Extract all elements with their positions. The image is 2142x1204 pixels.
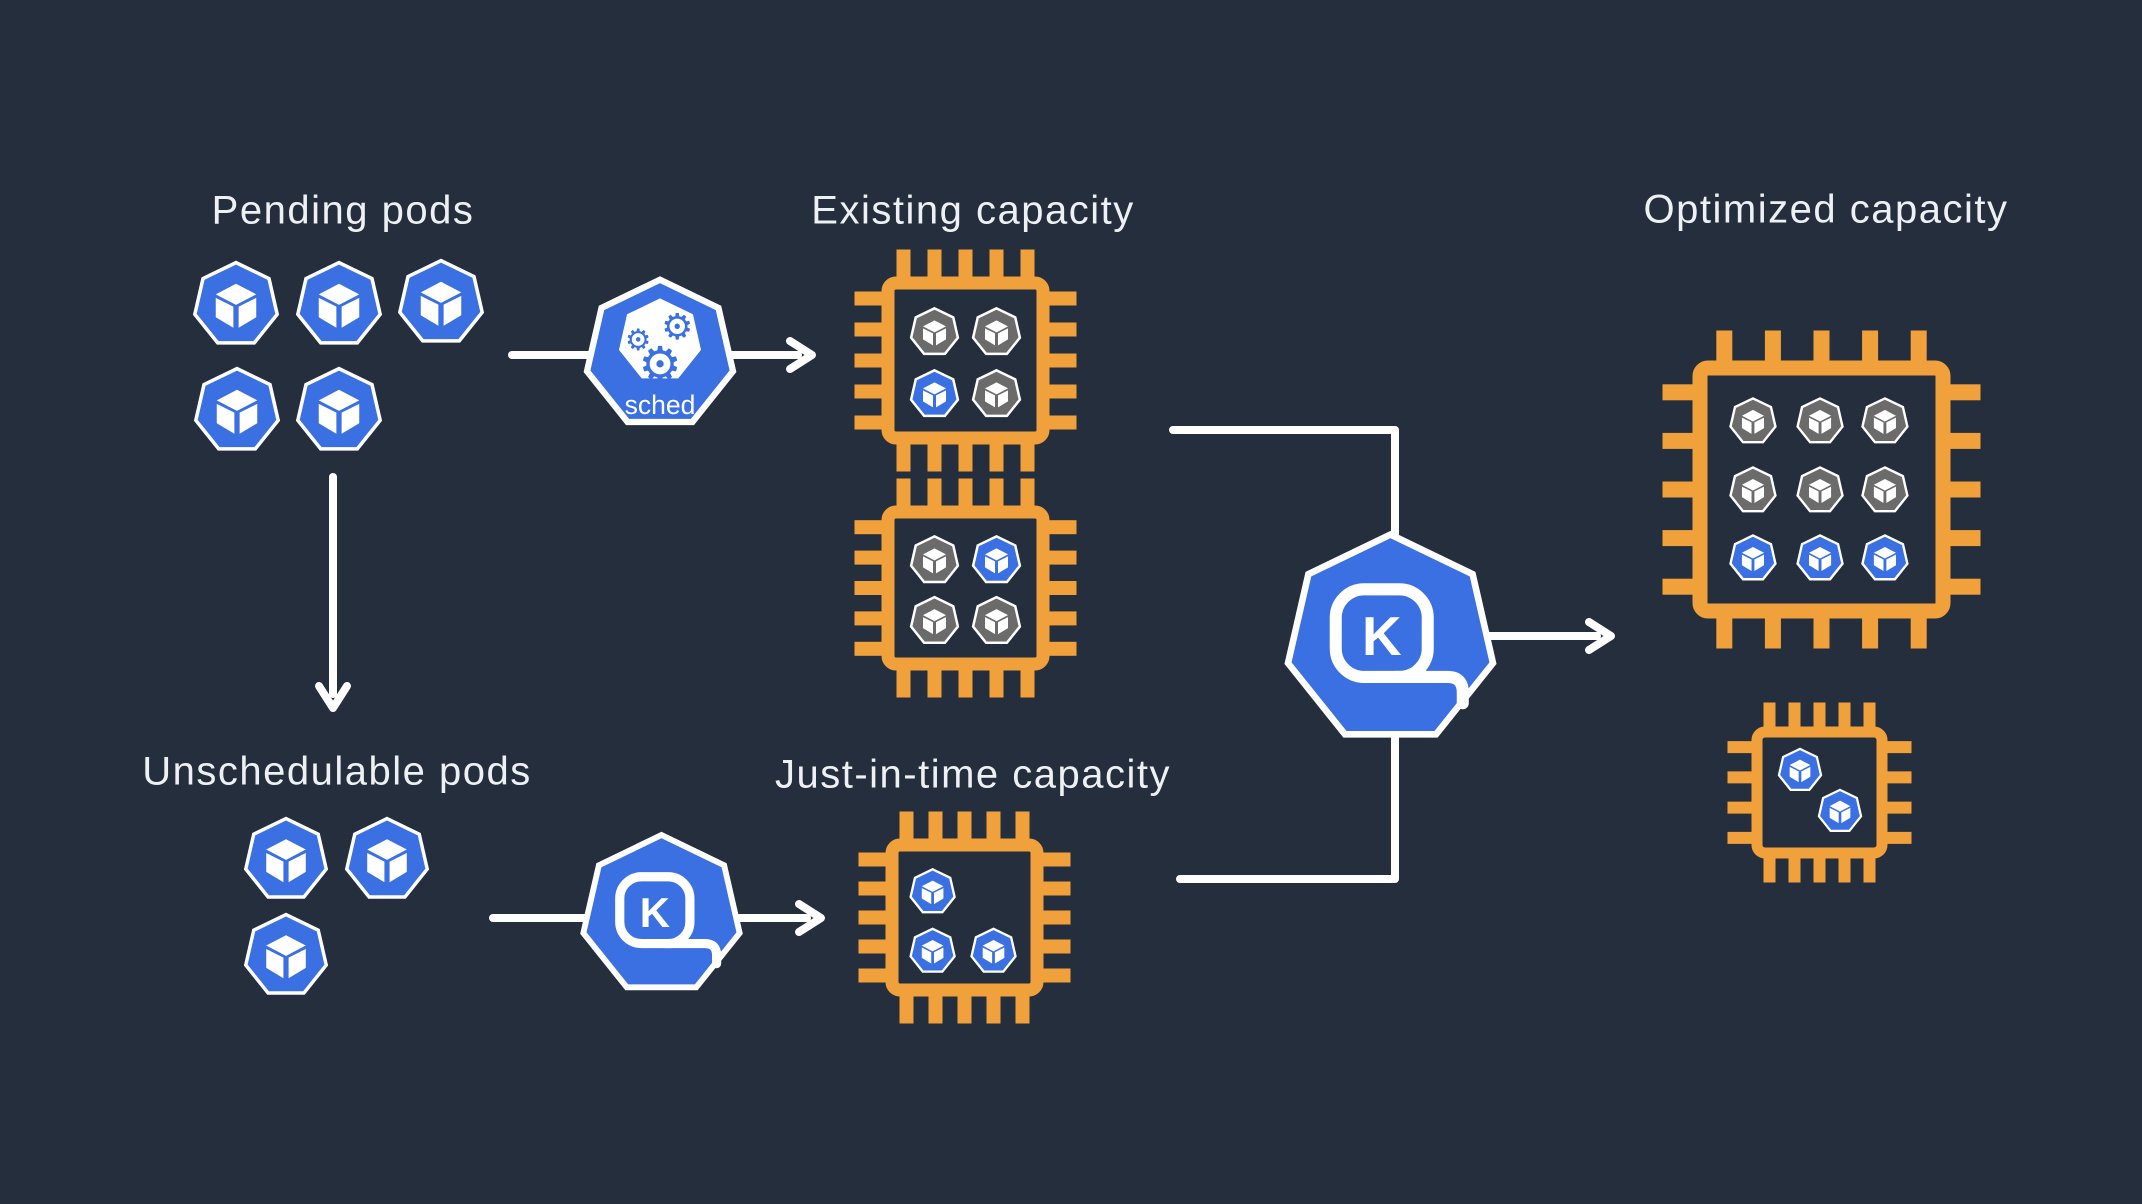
svg-text:K: K <box>1361 605 1401 667</box>
pod-icon <box>1777 747 1823 792</box>
pod-icon <box>1729 466 1777 513</box>
heptagon-icon: K <box>579 831 743 990</box>
chip-node-icon <box>854 249 1077 472</box>
optimized-capacity-chip-large <box>1662 330 1981 654</box>
pod-icon <box>909 534 960 584</box>
pod-icon <box>1729 534 1777 581</box>
chip-node-icon <box>858 811 1071 1024</box>
svg-text:⚙: ⚙ <box>625 322 652 357</box>
jit-capacity-chip <box>857 810 1072 1030</box>
pod-icon <box>1796 466 1844 513</box>
chip-node-icon <box>1727 702 1912 883</box>
pod-icon <box>970 927 1017 973</box>
pod-icon <box>909 868 956 914</box>
arrowhead-right-icon <box>786 337 816 373</box>
pod-icon <box>1729 397 1777 444</box>
heptagon-icon: ⚙⚙⚙sched <box>583 276 737 426</box>
pod-icon <box>1796 534 1844 581</box>
label-just-in-time-capacity: Just-in-time capacity <box>774 752 1172 797</box>
arrowhead-right-icon <box>1585 618 1615 654</box>
svg-text:⚙: ⚙ <box>661 307 693 348</box>
existing-capacity-chip-2 <box>853 477 1078 704</box>
svg-text:⚙: ⚙ <box>638 337 681 393</box>
heptagon-icon: K <box>1283 530 1497 738</box>
pod-icon <box>971 306 1022 356</box>
kube-scheduler-icon: ⚙⚙⚙sched <box>582 275 738 436</box>
pod-icon <box>1861 534 1909 581</box>
arrowhead-right-icon <box>795 900 825 936</box>
connector-jit-to-karpenter <box>1176 724 1399 883</box>
label-existing-capacity: Existing capacity <box>811 188 1135 233</box>
pod-icon <box>971 595 1022 645</box>
chip-node-icon <box>1662 330 1981 649</box>
label-pending-pods: Pending pods <box>211 188 475 233</box>
svg-text:K: K <box>639 888 669 935</box>
pod-icon <box>1817 788 1863 833</box>
label-optimized-capacity: Optimized capacity <box>1643 187 2009 232</box>
pod-icon <box>909 306 960 356</box>
pod-icon <box>1861 397 1909 444</box>
karpenter-icon-main: K <box>1281 528 1500 752</box>
chip-node-icon <box>854 478 1077 698</box>
connector-existing-to-karpenter <box>1169 426 1399 549</box>
pod-icon <box>971 534 1022 584</box>
existing-capacity-chip-1 <box>853 248 1078 478</box>
arrowhead-down-icon <box>315 682 351 712</box>
pod-icon <box>909 927 956 973</box>
pod-icon <box>909 368 960 418</box>
pod-icon <box>971 368 1022 418</box>
pod-icon <box>1861 466 1909 513</box>
optimized-capacity-chip-small <box>1725 700 1914 890</box>
pod-icon <box>1796 397 1844 444</box>
svg-text:sched: sched <box>625 390 696 420</box>
pod-icon <box>909 595 960 645</box>
label-unschedulable-pods: Unschedulable pods <box>142 749 532 794</box>
karpenter-icon-small: K <box>578 830 745 1002</box>
